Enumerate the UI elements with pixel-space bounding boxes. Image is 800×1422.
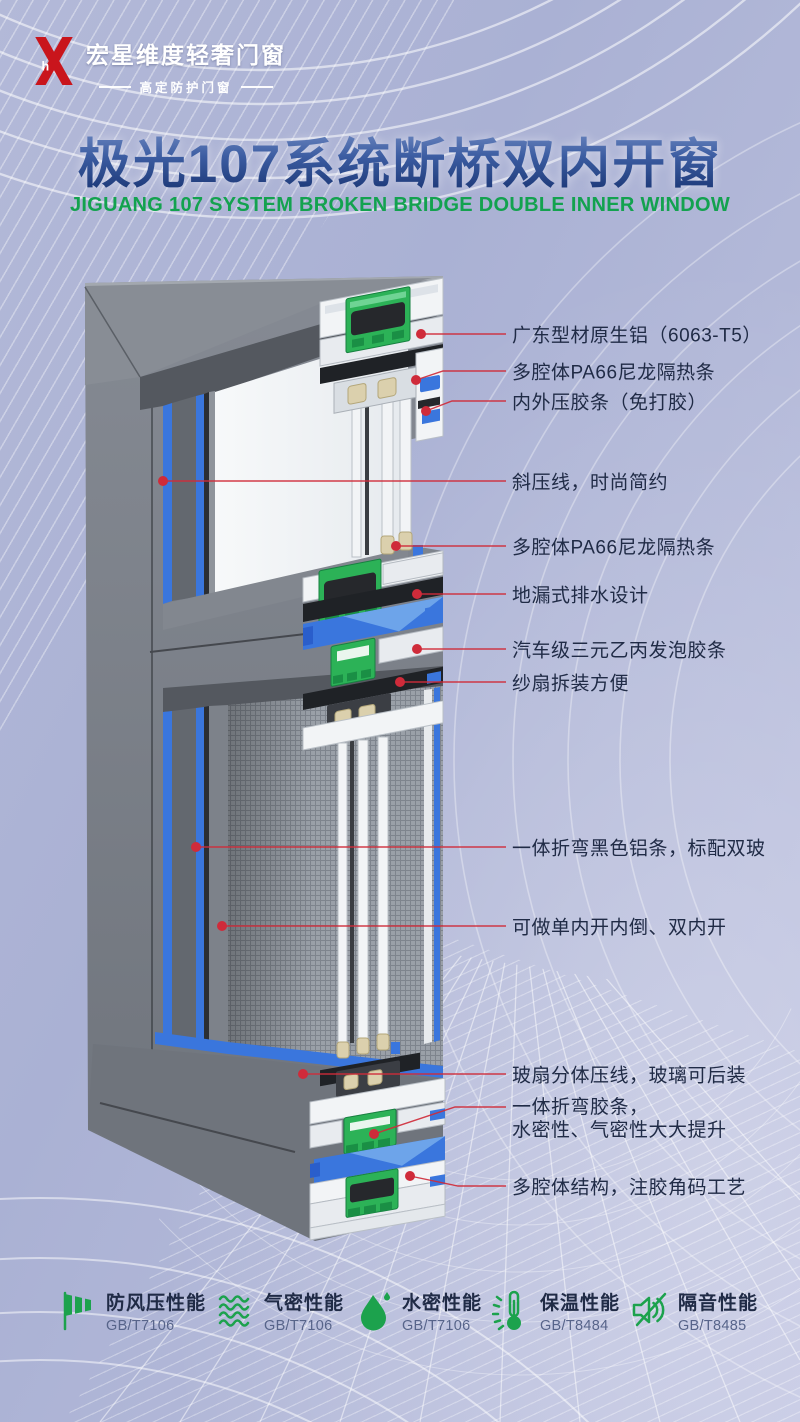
waves-icon: [218, 1295, 250, 1327]
callout-label: 玻扇分体压线，玻璃可后装: [512, 1065, 747, 1087]
speaker-mute-icon: [632, 1292, 667, 1327]
performance-standard: GB/T8484: [539, 1318, 609, 1334]
lower-window-gaskets: [163, 705, 228, 1044]
middle-cross-section: [302, 550, 444, 751]
callout-label: 地漏式排水设计: [512, 585, 649, 607]
lower-glazing-bars: [336, 736, 400, 1059]
performance-standard: GB/T7106: [401, 1318, 471, 1334]
tagline-text: 高定防护门窗: [139, 81, 233, 95]
callout-label: 汽车级三元乙丙发泡胶条: [512, 640, 727, 662]
performance-title: 隔音性能: [677, 1293, 758, 1314]
callout-dots: [158, 329, 431, 1181]
logo-x-mark: h: [35, 37, 73, 85]
page-title: 极光107系统断桥双内开窗: [0, 122, 800, 198]
performance-item-insulation: 保温性能 GB/T8484: [491, 1288, 620, 1334]
performance-item-airtight: 气密性能 GB/T7106: [216, 1288, 344, 1334]
callout-label: 一体折弯黑色铝条，标配双玻: [512, 838, 766, 860]
callout-label: 可做单内开内倒、双内开: [512, 917, 727, 939]
logo-h-mark: h: [42, 59, 50, 73]
performance-standard: GB/T7106: [263, 1318, 333, 1334]
callout-label-line1: 一体折弯胶条，: [512, 1097, 649, 1118]
callout-label: 纱扇拆装方便: [512, 673, 630, 695]
insect-screen: [228, 686, 443, 1066]
callout-label: 内外压胶条（免打胶）: [512, 392, 708, 414]
callout-label: 一体折弯胶条， 水密性、气密性大大提升: [512, 1096, 727, 1142]
tagline-dash-left: [99, 85, 132, 88]
windsock-icon: [63, 1291, 91, 1331]
performance-item-watertight: 水密性能 GB/T7106: [354, 1288, 482, 1334]
callout-leader-lines: [158, 329, 506, 1187]
callout-label: 多腔体结构，注胶角码工艺: [512, 1177, 747, 1199]
callout-label: 多腔体PA66尼龙隔热条: [512, 537, 716, 559]
callout-label-line2: 水密性、气密性大大提升: [512, 1120, 727, 1141]
tagline-dash-right: [240, 85, 273, 88]
callout-label: 斜压线，时尚简约: [512, 472, 669, 494]
performance-standard: GB/T7106: [106, 1318, 175, 1334]
performance-item-wind: 防风压性能 GB/T7106: [58, 1288, 206, 1334]
performance-title: 防风压性能: [106, 1293, 207, 1314]
brand-name: 宏星维度轻奢门窗: [86, 42, 286, 68]
performance-title: 保温性能: [539, 1293, 620, 1314]
water-drop-icon: [360, 1292, 390, 1331]
performance-title: 水密性能: [401, 1293, 482, 1314]
performance-standard: GB/T8485: [677, 1318, 747, 1334]
callout-label: 多腔体PA66尼龙隔热条: [512, 362, 716, 384]
brand-tagline: 高定防护门窗: [86, 77, 286, 96]
performance-item-soundproof: 隔音性能 GB/T8485: [630, 1288, 758, 1334]
performance-title: 气密性能: [263, 1293, 344, 1314]
top-cross-section: [319, 277, 444, 442]
brand-logo: h 宏星维度轻奢门窗 高定防护门窗: [32, 36, 286, 96]
performance-bar: 防风压性能 GB/T7106 气密性能 GB/T7106 水密性能 GB/T71…: [58, 1288, 758, 1334]
page-subtitle: JIGUANG 107 SYSTEM BROKEN BRIDGE DOUBLE …: [69, 194, 731, 216]
thermometer-icon: [491, 1290, 521, 1331]
callout-label: 广东型材原生铝（6063-T5）: [512, 325, 762, 347]
